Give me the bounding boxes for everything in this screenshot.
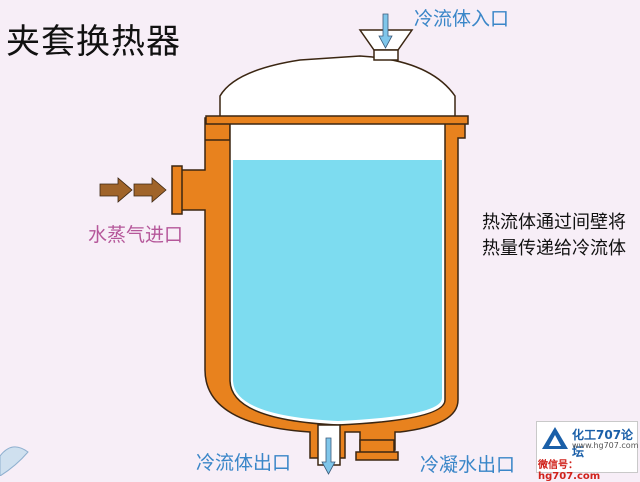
cold-fluid-outlet-label: 冷流体出口 — [196, 452, 292, 474]
corner-decoration — [0, 446, 29, 476]
watermark-logo — [536, 421, 638, 473]
vessel-lid — [219, 55, 456, 119]
heat-transfer-note-line2: 热量传递给冷流体 — [482, 238, 626, 259]
cold-fluid-inlet-label: 冷流体入口 — [414, 8, 510, 30]
cold-inlet-neck — [373, 49, 399, 61]
page-title: 夹套换热器 — [6, 22, 181, 62]
watermark-wechat: 微信号：hg707.com — [538, 460, 601, 482]
steam-inlet-label: 水蒸气进口 — [88, 224, 184, 246]
liquid-fill — [233, 160, 442, 421]
steam-inlet-flange — [171, 165, 183, 215]
condensate-outlet-label: 冷凝水出口 — [420, 454, 516, 476]
steam-arrow-1 — [99, 177, 133, 203]
lid-flange — [205, 115, 469, 125]
watermark-brand: 化工707论坛 — [572, 428, 634, 459]
cold-outlet-arrow — [321, 437, 336, 475]
triangle-logo-icon — [542, 427, 568, 449]
watermark-site: www.hg707.com — [572, 441, 639, 450]
condensate-outlet-flange — [355, 451, 399, 461]
steam-arrow-2 — [133, 177, 167, 203]
cold-inlet-arrow — [378, 13, 393, 49]
heat-transfer-note-line1: 热流体通过间壁将 — [482, 212, 626, 233]
